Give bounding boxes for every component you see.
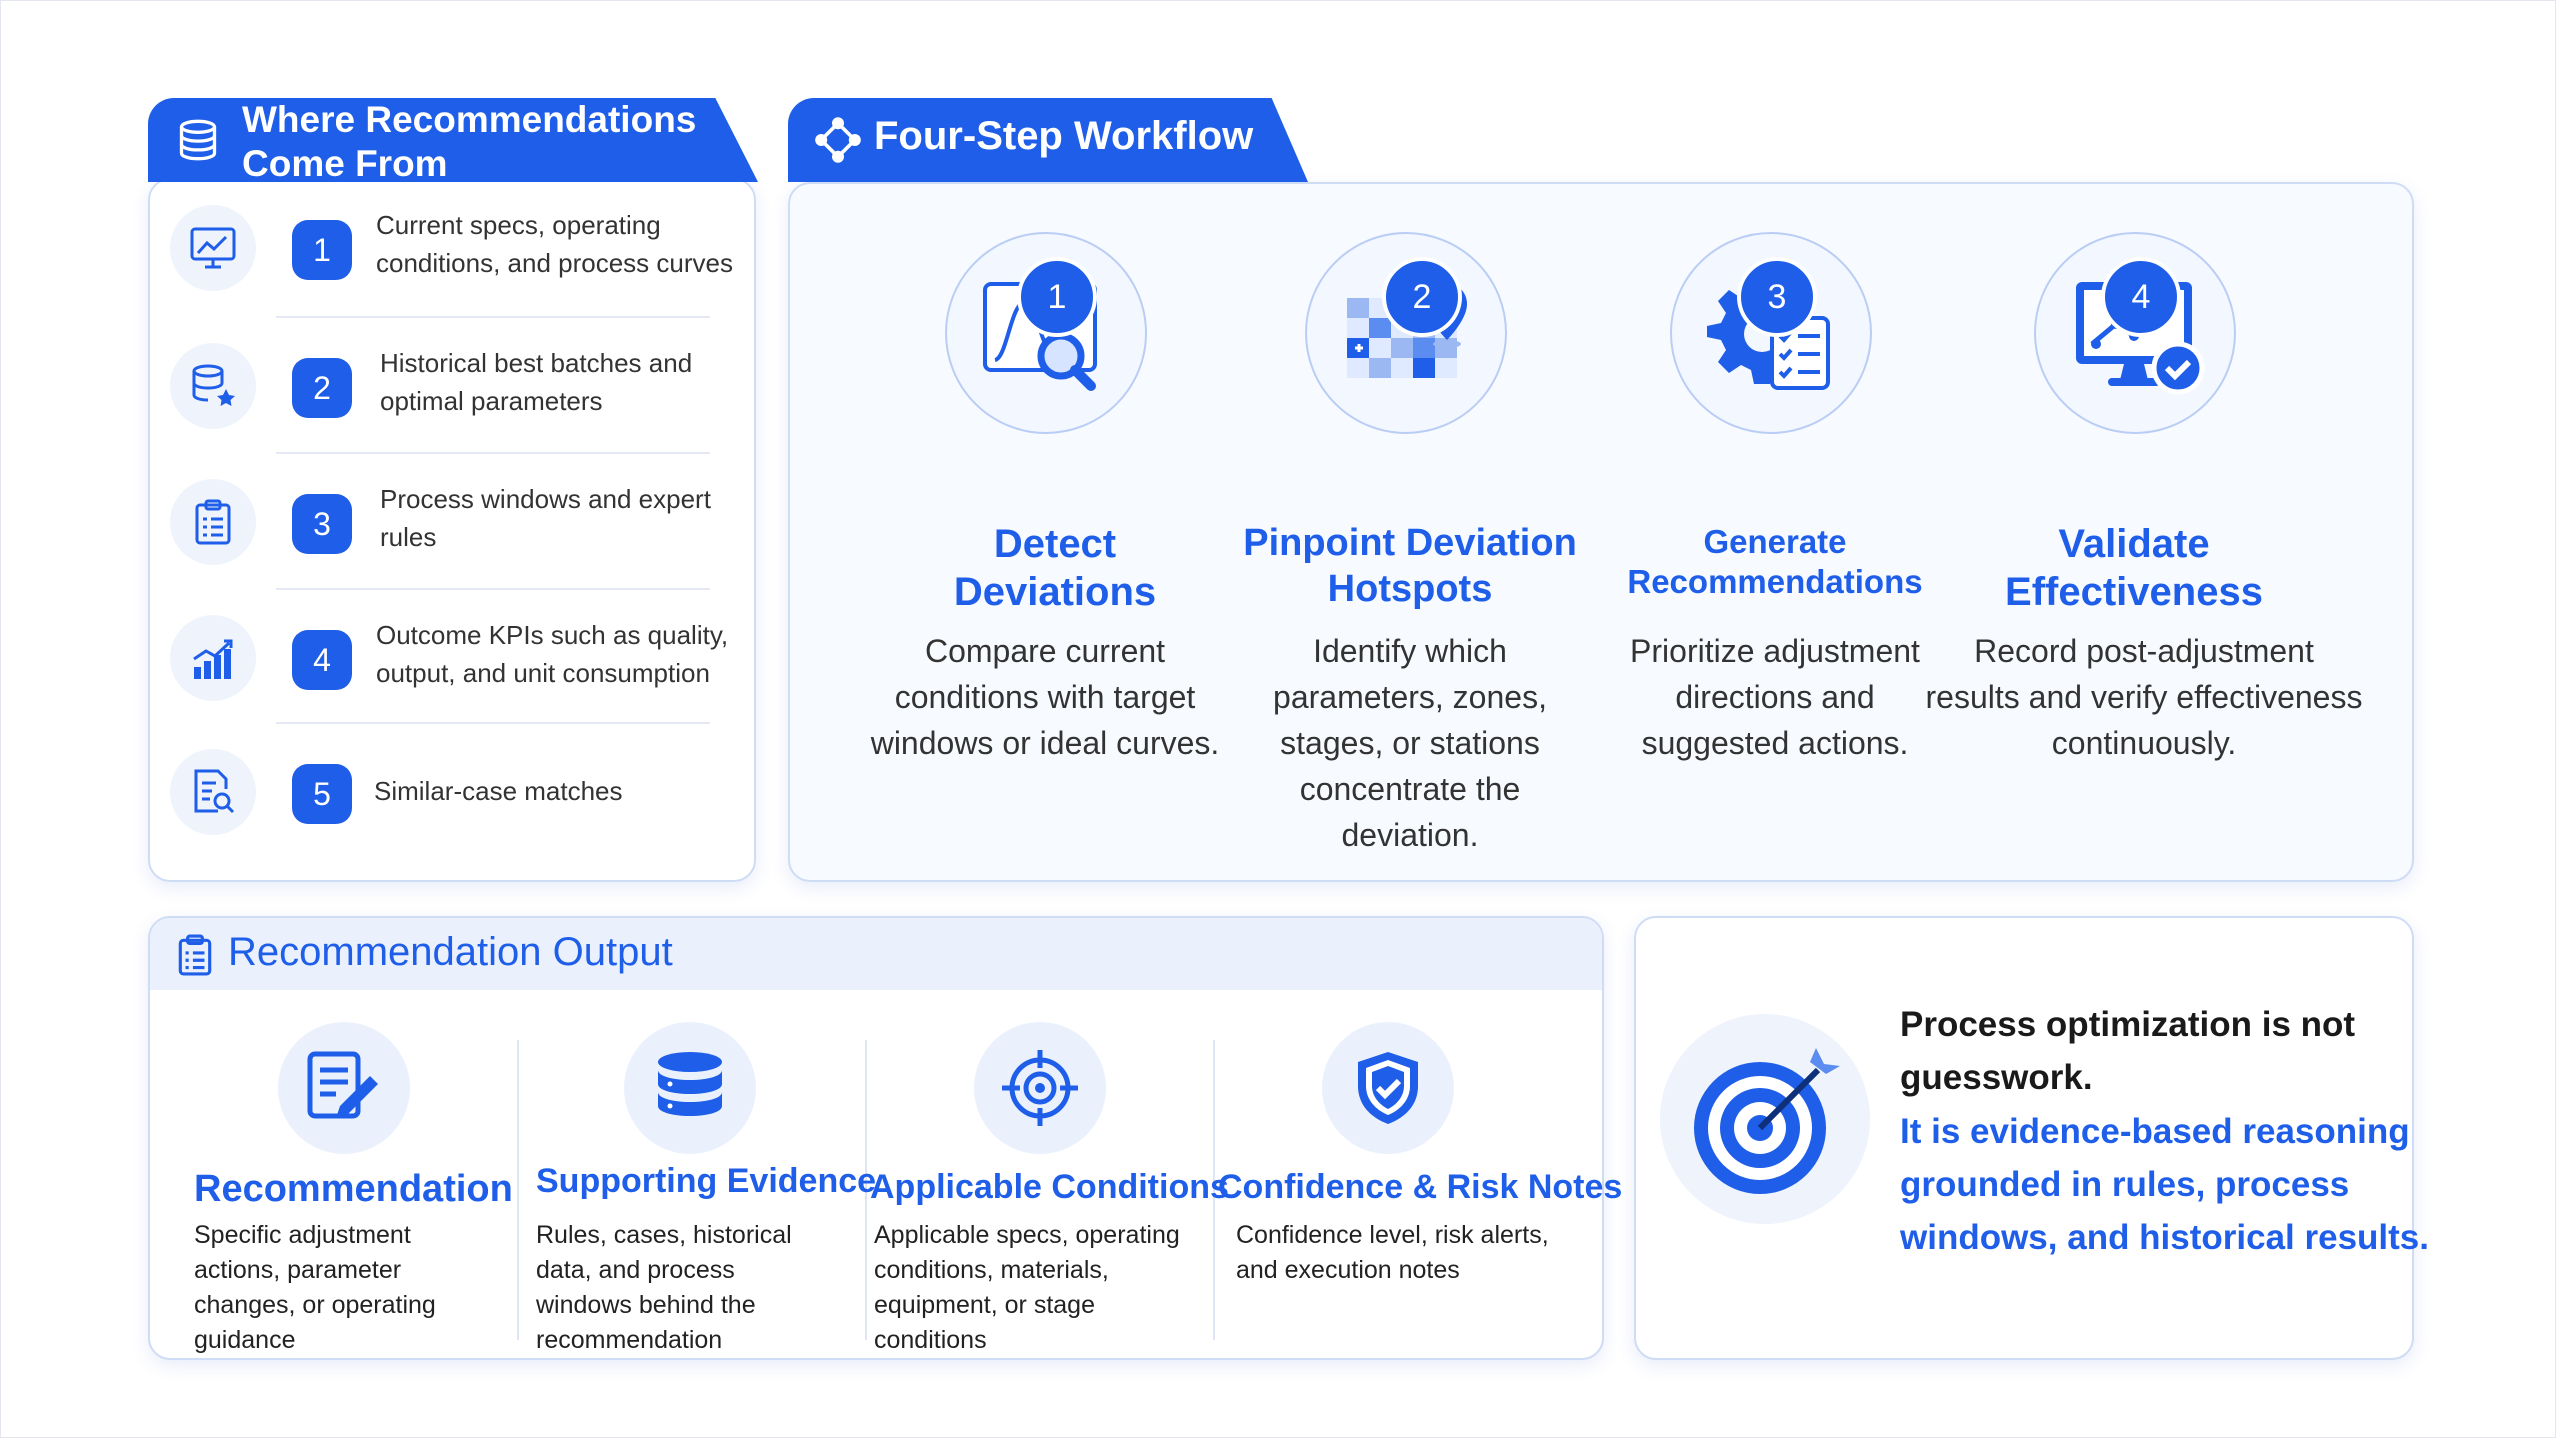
document-pen-icon xyxy=(307,1051,378,1119)
output-description: Rules, cases, historical data, and proce… xyxy=(536,1221,792,1354)
source-text: Process windows and expert rules xyxy=(380,484,711,552)
database-icon xyxy=(658,1052,722,1116)
database-star-icon xyxy=(192,364,235,406)
step-title: Pinpoint Deviation Hotspots xyxy=(1243,522,1577,610)
output-description: Confidence level, risk alerts, and execu… xyxy=(1236,1221,1549,1284)
step-title: Generate Recommendations xyxy=(1627,523,1923,600)
step-number-badge: 1 xyxy=(1017,257,1097,337)
output-description: Specific adjustment actions, parameter c… xyxy=(194,1221,436,1354)
trend-chart-icon xyxy=(190,227,236,269)
divider xyxy=(276,588,710,590)
source-item-1: 1 Current specs, operating conditions, a… xyxy=(170,188,740,308)
document-search-icon xyxy=(194,769,235,814)
divider xyxy=(1213,1040,1215,1340)
shield-check-icon xyxy=(1358,1052,1418,1124)
step-description: Prioritize adjustment directions and sug… xyxy=(1630,633,1920,761)
output-title-recommendation: Recommendation xyxy=(194,1168,513,1210)
step-description: Compare current conditions with target w… xyxy=(870,633,1220,761)
workflow-title: Four-Step Workflow xyxy=(874,114,1254,158)
sources-title: Where Recommendations Come From xyxy=(242,99,697,185)
target-arrow-icon xyxy=(1694,1048,1840,1194)
divider xyxy=(276,316,710,318)
output-title: Recommendation Output xyxy=(228,930,673,974)
output-header: Recommendation Output xyxy=(150,918,1602,990)
source-number: 5 xyxy=(292,764,352,824)
source-text: Current specs, operating conditions, and… xyxy=(376,210,733,278)
workflow-nodes-icon xyxy=(815,117,861,163)
source-number: 2 xyxy=(292,358,352,418)
step-title: Validate Effectiveness xyxy=(2005,522,2263,614)
clipboard-list-icon xyxy=(195,499,231,545)
step-title: Detect Deviations xyxy=(953,522,1157,614)
step-description: Identify which parameters, zones, stages… xyxy=(1273,633,1547,853)
workflow-header: Four-Step Workflow xyxy=(788,98,1308,182)
source-item-5: 5 Similar-case matches xyxy=(170,732,740,852)
divider xyxy=(276,452,710,454)
conclusion-statement: Process optimization is not guesswork. xyxy=(1900,1005,2356,1097)
output-title-supporting-evidence: Supporting Evidence xyxy=(536,1162,877,1200)
source-item-4: 4 Outcome KPIs such as quality, output, … xyxy=(170,598,740,718)
step-number-badge: 4 xyxy=(2101,257,2181,337)
step-number-badge: 3 xyxy=(1737,257,1817,337)
source-number: 1 xyxy=(292,220,352,280)
crosshair-target-icon xyxy=(1002,1050,1078,1126)
source-text: Outcome KPIs such as quality, output, an… xyxy=(376,620,729,688)
bar-chart-icon xyxy=(193,639,233,679)
source-item-3: 3 Process windows and expert rules xyxy=(170,462,740,582)
output-description: Applicable specs, operating conditions, … xyxy=(874,1221,1180,1354)
source-number: 4 xyxy=(292,630,352,690)
divider xyxy=(517,1040,519,1340)
step-number-badge: 2 xyxy=(1382,257,1462,337)
output-title-confidence-risk: Confidence & Risk Notes xyxy=(1218,1168,1623,1206)
source-text: Similar-case matches xyxy=(374,776,623,806)
divider xyxy=(865,1040,867,1340)
source-text: Historical best batches and optimal para… xyxy=(380,348,693,416)
clipboard-icon xyxy=(178,934,212,976)
divider xyxy=(276,722,710,724)
sources-header: Where Recommendations Come From xyxy=(148,98,758,182)
step-description: Record post-adjustment results and verif… xyxy=(1925,633,2363,761)
conclusion-emphasis: It is evidence-based reasoning grounded … xyxy=(1900,1112,2429,1257)
database-icon xyxy=(179,119,217,161)
source-number: 3 xyxy=(292,494,352,554)
output-title-applicable-conditions: Applicable Conditions xyxy=(870,1168,1229,1206)
source-item-2: 2 Historical best batches and optimal pa… xyxy=(170,326,740,446)
